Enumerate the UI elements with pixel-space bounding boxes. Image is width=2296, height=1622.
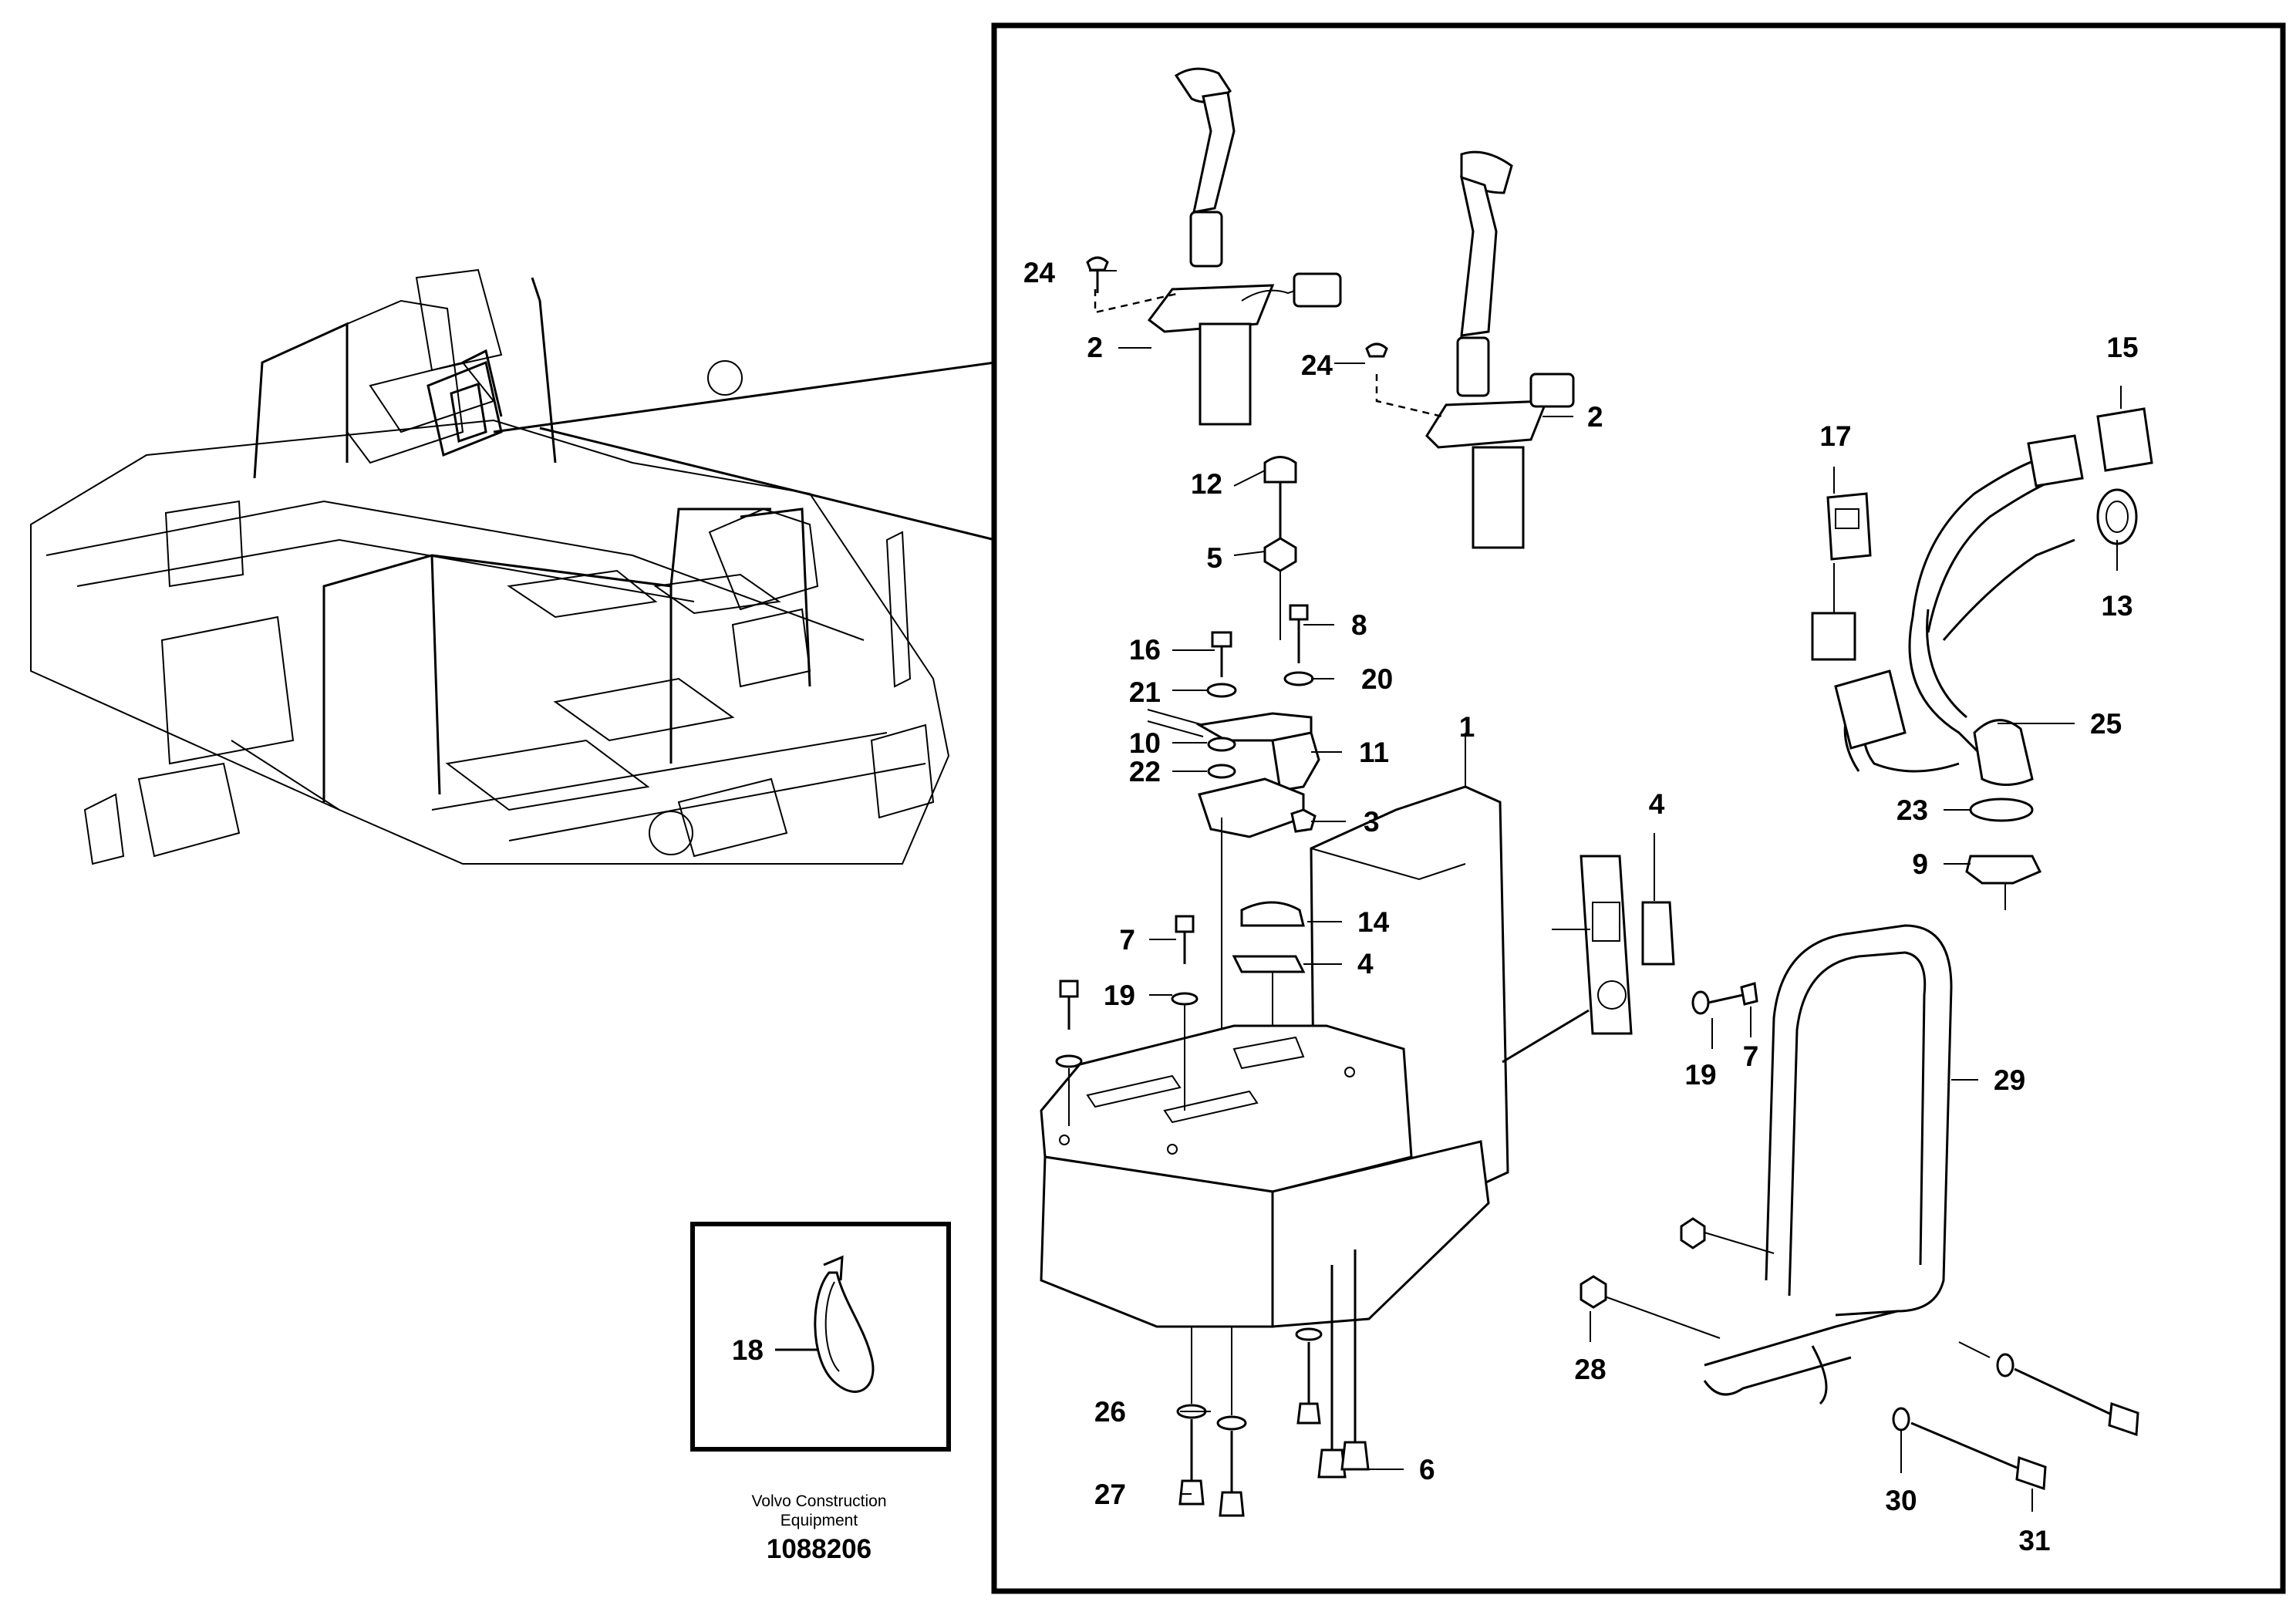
- callout-7-side: 7: [1743, 1040, 1759, 1072]
- switch-plate: [1232, 855, 1675, 1035]
- leader-lines: [1089, 270, 2122, 1512]
- control-console-housing: [1040, 785, 1590, 1328]
- callout-2-right: 2: [1587, 401, 1603, 433]
- callout-28: 28: [1574, 1354, 1606, 1385]
- callout-7-top: 7: [1119, 924, 1135, 956]
- callout-24-right: 24: [1301, 349, 1333, 381]
- guard-rail: [1580, 924, 2139, 1491]
- callout-29: 29: [1994, 1064, 2025, 1096]
- detail-frame: [991, 22, 2286, 1594]
- wiring-harness: [1811, 407, 2153, 910]
- joystick-left: [1086, 67, 1342, 426]
- callout-4-top: 4: [1649, 788, 1665, 820]
- callout-3: 3: [1364, 806, 1380, 838]
- callout-21: 21: [1129, 676, 1161, 708]
- callout-10: 10: [1129, 727, 1161, 759]
- document-number: 1088206: [767, 1534, 872, 1564]
- callout-18: 18: [732, 1334, 764, 1366]
- brand-line-2: Equipment: [781, 1512, 858, 1529]
- callout-4-lower: 4: [1357, 948, 1374, 980]
- callout-5: 5: [1206, 542, 1222, 574]
- console-top-bolts: [1055, 915, 1199, 1126]
- callout-25: 25: [2090, 708, 2122, 740]
- callout-19-side: 19: [1684, 1059, 1716, 1091]
- callout-31: 31: [2018, 1525, 2050, 1556]
- callout-30: 30: [1885, 1485, 1917, 1516]
- side-bolts: [1691, 982, 1758, 1015]
- callout-24-left: 24: [1023, 257, 1056, 288]
- callout-26: 26: [1094, 1396, 1126, 1428]
- callout-13: 13: [2101, 590, 2132, 622]
- callout-1: 1: [1459, 711, 1475, 743]
- callout-16: 16: [1129, 634, 1161, 666]
- callout-8: 8: [1351, 609, 1367, 641]
- callout-17: 17: [1819, 420, 1851, 452]
- callout-20: 20: [1361, 663, 1393, 695]
- callout-23: 23: [1896, 794, 1928, 826]
- callout-15: 15: [2106, 332, 2138, 363]
- mount-bracket-assembly: [1147, 456, 1320, 1111]
- brand-line-1: Volvo Construction: [751, 1492, 886, 1510]
- callout-14: 14: [1357, 906, 1390, 938]
- callout-27: 27: [1094, 1479, 1126, 1510]
- callout-12: 12: [1191, 468, 1222, 500]
- machine-overview-illustration: [30, 268, 996, 865]
- callout-6: 6: [1419, 1454, 1435, 1485]
- cable-tie-inset: [690, 1222, 951, 1452]
- callout-9: 9: [1912, 848, 1928, 880]
- callout-22: 22: [1129, 756, 1161, 787]
- publisher-footer: Volvo Construction Equipment 1088206: [751, 1492, 886, 1564]
- callout-2-left: 2: [1087, 332, 1103, 363]
- base-bolts: [1176, 1249, 1370, 1517]
- callout-labels: 1 2 2 3 4 4 5 6 7 7 8 9 10 11 12 13 14 1…: [732, 257, 2139, 1556]
- callout-19-top: 19: [1104, 980, 1135, 1011]
- joystick-right: [1365, 150, 1575, 549]
- callout-11: 11: [1359, 737, 1389, 768]
